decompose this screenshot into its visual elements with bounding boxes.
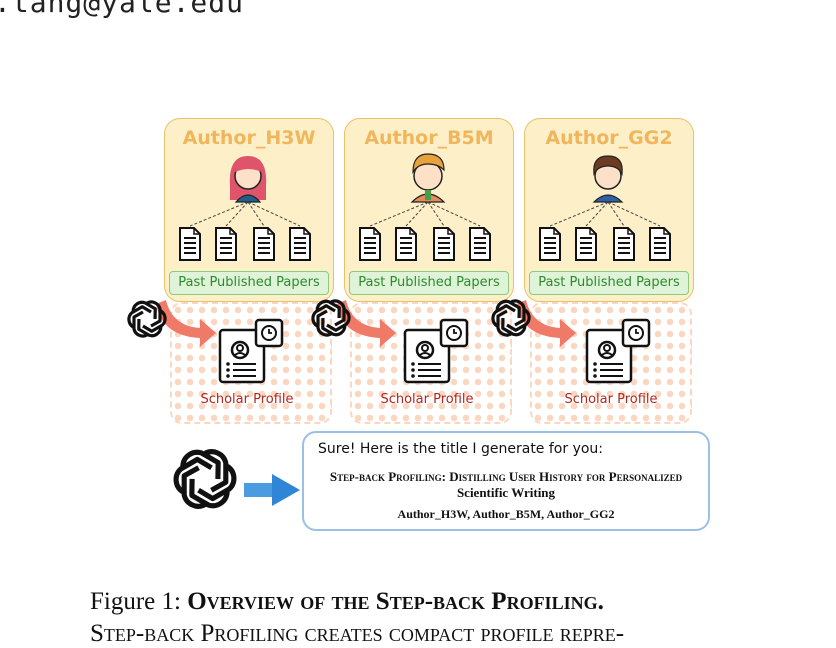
caption-line2: Step-back Profiling creates compact prof… (90, 620, 625, 647)
author-name: Author_GG2 (545, 127, 673, 149)
connector-lines (189, 201, 661, 227)
caption-bold: Overview of the Step-back Profiling. (187, 588, 604, 615)
author-panel-2: Author_B5M Past Published Papers (344, 118, 514, 302)
avatar-male-brown-icon (592, 155, 624, 203)
chatgpt-logo-large-icon (171, 447, 239, 510)
author-email: .tang@yale.edu (0, 0, 245, 19)
scholar-profile-label: Scholar Profile (380, 392, 474, 407)
past-papers-label: Past Published Papers (169, 271, 329, 295)
author-name: Author_H3W (182, 127, 316, 149)
avatar-female-icon (229, 156, 267, 203)
figure-caption: Figure 1: Overview of the Step-back Prof… (90, 588, 604, 616)
generated-answer-box: Sure! Here is the title I generate for y… (302, 431, 710, 531)
answer-intro: Sure! Here is the title I generate for y… (318, 441, 604, 457)
caption-prefix: Figure 1: (90, 588, 188, 615)
paper-icons (179, 227, 671, 261)
avatar-male-blond-icon (410, 153, 446, 203)
past-papers-label: Past Published Papers (529, 271, 689, 295)
generated-title-line1: Step-back Profiling: Distilling User His… (329, 469, 683, 484)
blue-arrow-icon (244, 474, 300, 506)
author-panel-1: Author_H3W Past Published Papers (164, 118, 334, 302)
past-papers-label: Past Published Papers (349, 271, 509, 295)
author-panel-3: Author_GG2 Past Published Papers (524, 118, 694, 302)
scholar-profile-label: Scholar Profile (200, 392, 294, 407)
generated-title: Step-back Profiling: Distilling User His… (304, 469, 708, 501)
profile-card-icons (218, 318, 651, 384)
generated-title-line2: Scientific Writing (456, 485, 556, 500)
author-name: Author_B5M (364, 127, 494, 149)
generated-authors: Author_H3W, Author_B5M, Author_GG2 (397, 507, 615, 521)
curved-arrow-icons (156, 300, 576, 347)
scholar-profile-label: Scholar Profile (564, 392, 658, 407)
